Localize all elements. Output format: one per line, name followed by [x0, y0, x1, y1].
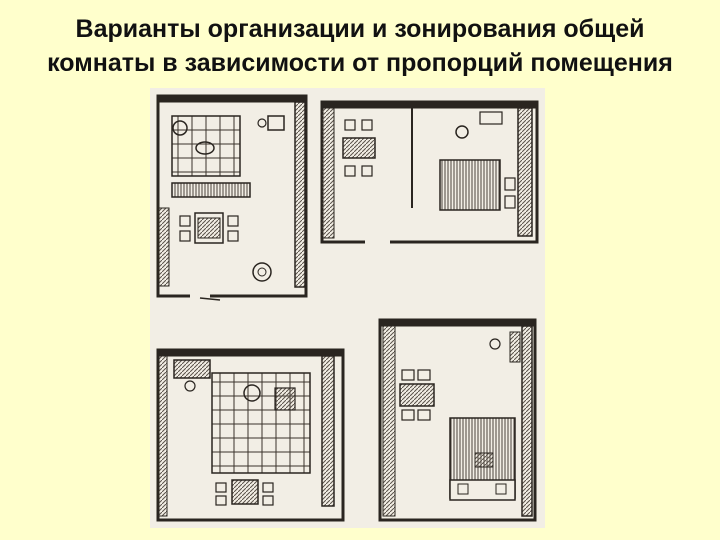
slide-title: Варианты организации и зонирования общей… [0, 12, 720, 80]
plan-top-right [320, 100, 539, 244]
slide-title-line-2: комнаты в зависимости от пропорций помещ… [47, 49, 673, 77]
floor-plans-drawing [156, 94, 539, 522]
plan-top-left [156, 94, 308, 301]
slide-title-line-1: Варианты организации и зонирования общей [75, 15, 645, 43]
plan-bottom-left [156, 348, 345, 522]
floor-plans-figure [150, 88, 545, 528]
plan-bottom-right [378, 318, 537, 522]
